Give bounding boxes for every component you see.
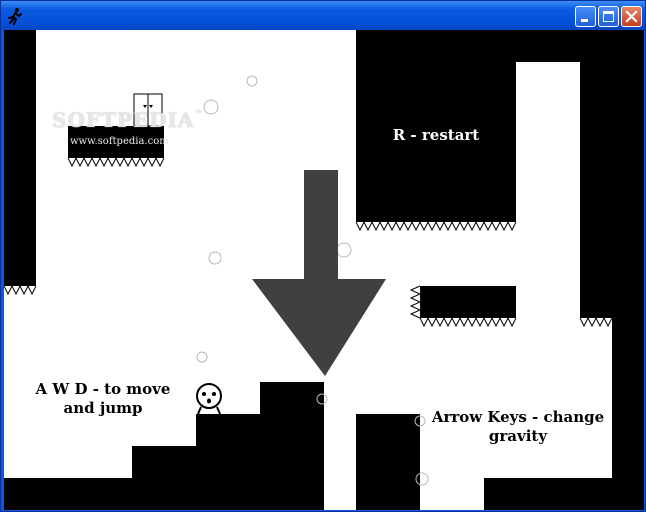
spike-rows	[4, 156, 613, 328]
move-hint: A W D - to move and jump	[35, 380, 171, 417]
spikes-ceiling-block	[355, 220, 517, 232]
maximize-icon	[603, 11, 614, 22]
softpedia-url: www.softpedia.com	[70, 136, 169, 147]
spikes-left-wall	[4, 284, 37, 296]
spikes-right-wall	[579, 316, 613, 328]
spikes-platform-left	[67, 156, 165, 168]
restart-hint: R - restart	[392, 126, 480, 144]
minimize-button[interactable]	[575, 6, 596, 27]
level-walls	[4, 30, 644, 510]
softpedia-logo: SOFTPEDIA™	[52, 108, 204, 132]
gravity-hint: Arrow Keys - change gravity	[431, 408, 605, 445]
title-bar[interactable]	[1, 1, 645, 30]
player-character	[196, 383, 222, 415]
game-canvas[interactable]: SOFTPEDIA™ www.softpedia.com R - restart…	[4, 30, 644, 510]
close-button[interactable]	[621, 6, 642, 27]
minimize-icon	[581, 19, 588, 22]
running-man-icon	[6, 7, 24, 25]
spikes-floating-bottom	[419, 316, 517, 328]
level-map	[4, 30, 644, 510]
gravity-arrow-icon	[252, 170, 386, 376]
maximize-button[interactable]	[598, 6, 619, 27]
close-icon	[625, 10, 638, 23]
exit-door	[133, 93, 163, 127]
spikes-floating-left	[409, 285, 422, 319]
